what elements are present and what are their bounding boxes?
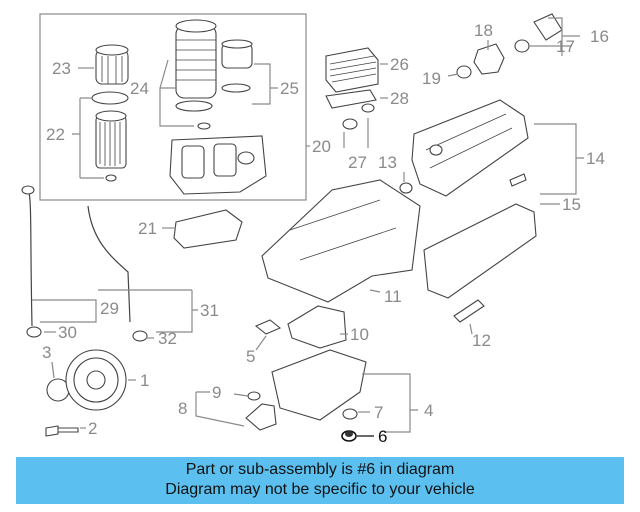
callout-3: 3	[42, 343, 51, 362]
callout-19: 19	[422, 69, 441, 88]
part-bolt-2	[45, 425, 79, 437]
callout-23: 23	[52, 59, 71, 78]
callout-13: 13	[378, 153, 397, 172]
part-oil-level-sensor	[245, 403, 277, 431]
callout-31: 31	[200, 301, 219, 320]
callout-9: 9	[212, 383, 221, 402]
part-crank-pulley	[65, 349, 127, 411]
part-filter-cap	[95, 44, 129, 85]
part-valve-cover	[399, 99, 529, 197]
part-seal-7	[342, 408, 358, 420]
callout-10: 10	[350, 325, 369, 344]
leader-lines	[32, 17, 584, 437]
part-cap-seal	[221, 39, 253, 93]
callout-18: 18	[474, 21, 493, 40]
callout-20: 20	[312, 137, 331, 156]
callout-26: 26	[390, 55, 409, 74]
callout-labels: 23 24 22 25 26 20 18 19 17 16 28 27 13 1…	[42, 21, 609, 446]
callout-8: 8	[178, 399, 187, 418]
callout-25: 25	[280, 79, 299, 98]
part-oil-cooler	[325, 47, 379, 93]
callout-1: 1	[140, 371, 149, 390]
callout-32: 32	[158, 329, 177, 348]
callout-30: 30	[58, 323, 77, 342]
part-seal-27b	[361, 103, 375, 113]
callout-28: 28	[390, 89, 409, 108]
callout-22: 22	[46, 125, 65, 144]
part-valve-cover-gasket	[423, 203, 537, 299]
part-filter-housing	[169, 135, 267, 195]
callout-2: 2	[88, 419, 97, 438]
part-dipstick-tube	[87, 205, 131, 323]
part-filter-element	[91, 91, 129, 182]
part-lower-oil-pan	[271, 349, 367, 421]
callout-5: 5	[246, 347, 255, 366]
part-housing-stack	[175, 19, 217, 130]
part-seal-5	[254, 319, 282, 335]
callout-14: 14	[586, 149, 605, 168]
callout-27: 27	[348, 153, 367, 172]
callout-24: 24	[130, 79, 149, 98]
callout-16: 16	[590, 27, 609, 46]
callout-12: 12	[472, 331, 491, 350]
banner-line-disclaimer: Diagram may not be specific to your vehi…	[165, 481, 475, 498]
callout-15: 15	[562, 195, 581, 214]
part-thermostat	[456, 13, 563, 79]
callout-17: 17	[556, 37, 575, 56]
banner-line-part: Part or sub-assembly is #6 in diagram	[185, 461, 455, 478]
part-dipstick	[27, 187, 33, 327]
callout-4: 4	[424, 401, 433, 420]
part-baffle	[173, 209, 243, 249]
part-cooler-gasket	[325, 89, 377, 109]
part-seal-27a	[342, 118, 358, 130]
callout-11: 11	[384, 287, 402, 306]
callout-29: 29	[100, 299, 119, 318]
callout-7: 7	[374, 403, 383, 422]
part-upper-oil-pan	[261, 179, 421, 303]
callout-6-highlighted: 6	[378, 427, 387, 446]
part-sensor-12	[453, 299, 485, 323]
part-drain-plug	[341, 430, 357, 442]
part-seal-32	[132, 330, 148, 342]
info-banner: Part or sub-assembly is #6 in diagram Di…	[16, 457, 624, 504]
inset-frame	[39, 13, 307, 201]
part-seal-30	[26, 326, 42, 338]
part-oil-pump	[287, 305, 347, 349]
parts-diagram: 23 24 22 25 26 20 18 19 17 16 28 27 13 1…	[21, 13, 609, 446]
callout-21: 21	[138, 219, 157, 238]
